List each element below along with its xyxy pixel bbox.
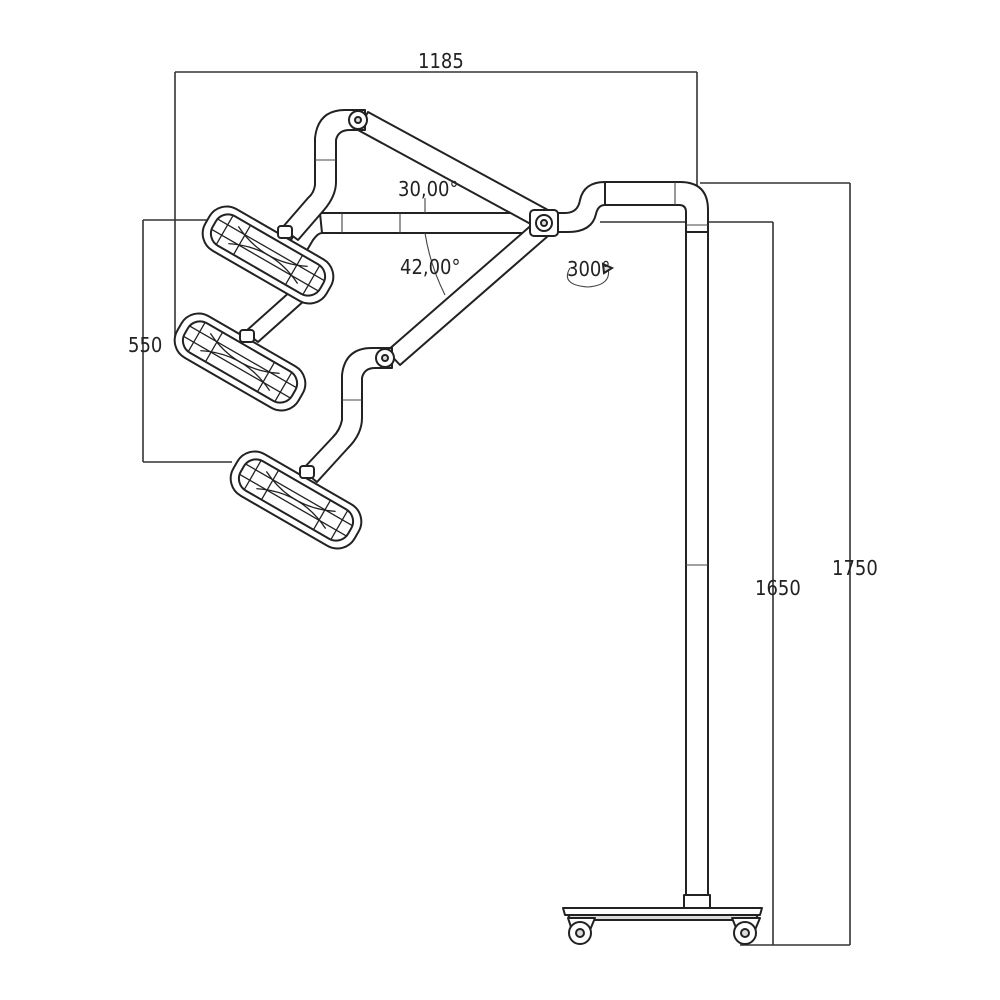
arm-upper <box>281 109 549 241</box>
lamp-head-middle <box>173 312 307 412</box>
rotation-label: 300° <box>567 257 610 281</box>
angle-upper-annotation: 30,00° <box>398 177 459 213</box>
height-total-label: 1750 <box>832 556 878 580</box>
arm-lower <box>301 221 549 483</box>
lamp-head-lower <box>229 450 363 550</box>
lamp-head-upper <box>201 205 335 305</box>
dimension-height-total: 1750 <box>700 182 878 946</box>
head-spacing-label: 550 <box>128 333 162 357</box>
angle-lower-label: 42,00° <box>400 255 461 279</box>
arm-pivot <box>529 209 559 237</box>
angle-upper-label: 30,00° <box>398 177 459 201</box>
stand-base <box>562 894 763 945</box>
width-label: 1185 <box>418 49 464 73</box>
rotation-annotation: 300° <box>566 257 615 288</box>
stand-pole <box>544 181 709 911</box>
dimension-head-spacing: 550 <box>128 219 232 463</box>
head-mounts <box>239 225 315 479</box>
angle-lower-annotation: 42,00° <box>400 232 461 296</box>
dimension-width: 1185 <box>174 49 698 340</box>
height-arm-label: 1650 <box>755 576 801 600</box>
